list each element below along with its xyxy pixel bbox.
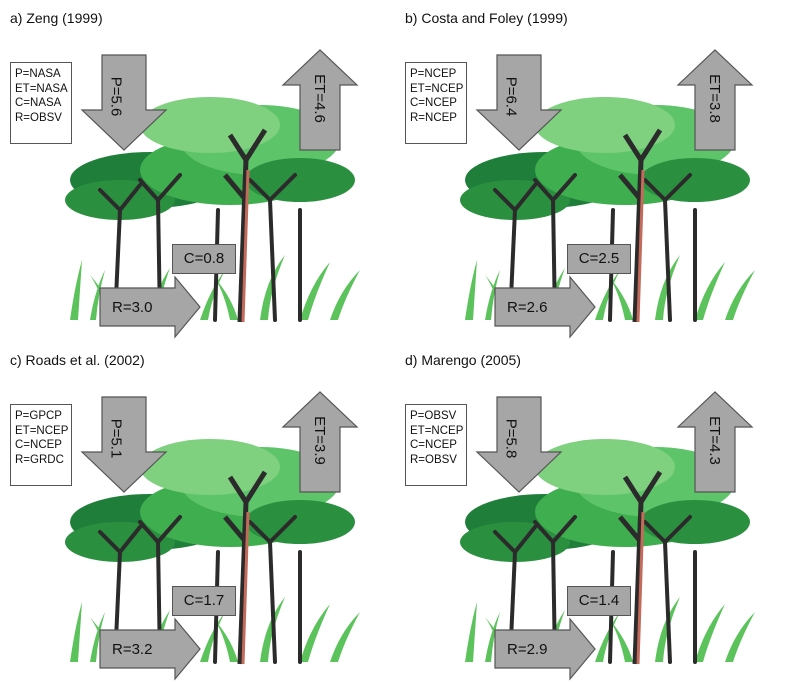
runoff-label: R=3.2 <box>112 641 153 658</box>
precipitation-label: P=5.6 <box>107 76 125 117</box>
data-source-legend: P=NCEP ET=NCEP C=NCEP R=NCEP <box>405 62 467 144</box>
legend-et: ET=NCEP <box>410 424 464 437</box>
legend-et: ET=NCEP <box>15 424 69 437</box>
legend-p: P=OBSV <box>410 410 457 422</box>
panel-roads: c) Roads et al. (2002) P=GPCP ET=NCEP C=… <box>0 342 394 684</box>
legend-et: ET=NCEP <box>410 82 464 95</box>
legend-c: C=NCEP <box>15 439 62 451</box>
panel-marengo: d) Marengo (2005) P=OBSV ET=NCEP C=NCEP … <box>395 342 789 684</box>
runoff-label: R=2.6 <box>507 299 548 316</box>
legend-p: P=NCEP <box>410 68 457 80</box>
evapotranspiration-label: ET=4.6 <box>310 74 328 123</box>
legend-c: C=NCEP <box>410 97 457 109</box>
evapotranspiration-label: ET=3.8 <box>705 74 723 123</box>
panel-title: c) Roads et al. (2002) <box>10 352 145 368</box>
precipitation-label: P=5.8 <box>502 418 520 459</box>
precipitation-label: P=6.4 <box>502 76 520 117</box>
panel-zeng: a) Zeng (1999) P=NASA ET=NASA C=NASA R=O… <box>0 0 394 342</box>
data-source-legend: P=GPCP ET=NCEP C=NCEP R=GRDC <box>10 404 72 486</box>
legend-c: C=NASA <box>15 97 62 109</box>
legend-r: R=NCEP <box>410 111 457 124</box>
legend-et: ET=NASA <box>15 82 68 95</box>
evapotranspiration-label: ET=3.9 <box>310 416 328 465</box>
panel-title: b) Costa and Foley (1999) <box>405 10 568 26</box>
panel-title: a) Zeng (1999) <box>10 10 103 26</box>
legend-p: P=NASA <box>15 68 61 80</box>
legend-r: R=OBSV <box>410 453 457 466</box>
evapotranspiration-label: ET=4.3 <box>705 416 723 465</box>
forest-illustration <box>460 49 755 339</box>
runoff-label: R=2.9 <box>507 641 548 658</box>
forest-group <box>65 97 360 323</box>
data-source-legend: P=NASA ET=NASA C=NASA R=OBSV <box>10 62 72 144</box>
data-source-legend: P=OBSV ET=NCEP C=NCEP R=OBSV <box>405 404 467 486</box>
convergence-box: C=2.5 <box>567 244 631 274</box>
convergence-box: C=1.7 <box>172 586 236 616</box>
convergence-box: C=0.8 <box>172 244 236 274</box>
panel-title: d) Marengo (2005) <box>405 352 521 368</box>
legend-r: R=GRDC <box>15 453 64 466</box>
legend-r: R=OBSV <box>15 111 62 124</box>
runoff-label: R=3.0 <box>112 299 153 316</box>
convergence-box: C=1.4 <box>567 586 631 616</box>
legend-c: C=NCEP <box>410 439 457 451</box>
panel-costa-foley: b) Costa and Foley (1999) P=NCEP ET=NCEP… <box>395 0 789 342</box>
precipitation-label: P=5.1 <box>107 418 125 459</box>
forest-illustration <box>460 391 755 681</box>
forest-illustration <box>65 391 360 681</box>
legend-p: P=GPCP <box>15 410 62 422</box>
forest-illustration <box>65 49 360 339</box>
